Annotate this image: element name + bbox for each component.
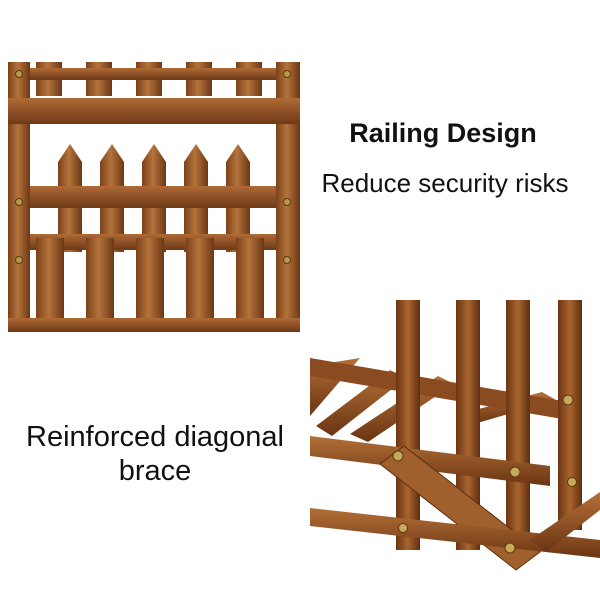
screws	[392, 394, 577, 554]
side-slat	[530, 492, 600, 552]
brace-caption-line-2: brace	[118, 455, 192, 488]
shelf-slats	[310, 358, 580, 442]
diagonal-brace-photo	[310, 296, 600, 600]
top-shelf-slats	[8, 62, 300, 96]
horizontal-beam	[310, 436, 550, 486]
picket-railing	[30, 144, 276, 252]
railing-design-title: Railing Design	[349, 118, 537, 148]
left-post	[8, 62, 30, 332]
reduce-security-risks-text: Reduce security risks	[321, 168, 569, 198]
railing-shelf-illustration	[8, 62, 300, 332]
screws	[15, 70, 291, 264]
diagonal-brace-illustration	[310, 300, 600, 571]
brace-caption-line-1: Reinforced diagonal	[26, 421, 284, 453]
lower-shelf-slats	[8, 234, 300, 332]
lower-rail	[310, 508, 600, 558]
upper-rail	[8, 98, 300, 124]
reinforced-brace-caption: Reinforced diagonal brace	[10, 420, 300, 488]
railing-photo	[8, 62, 300, 332]
